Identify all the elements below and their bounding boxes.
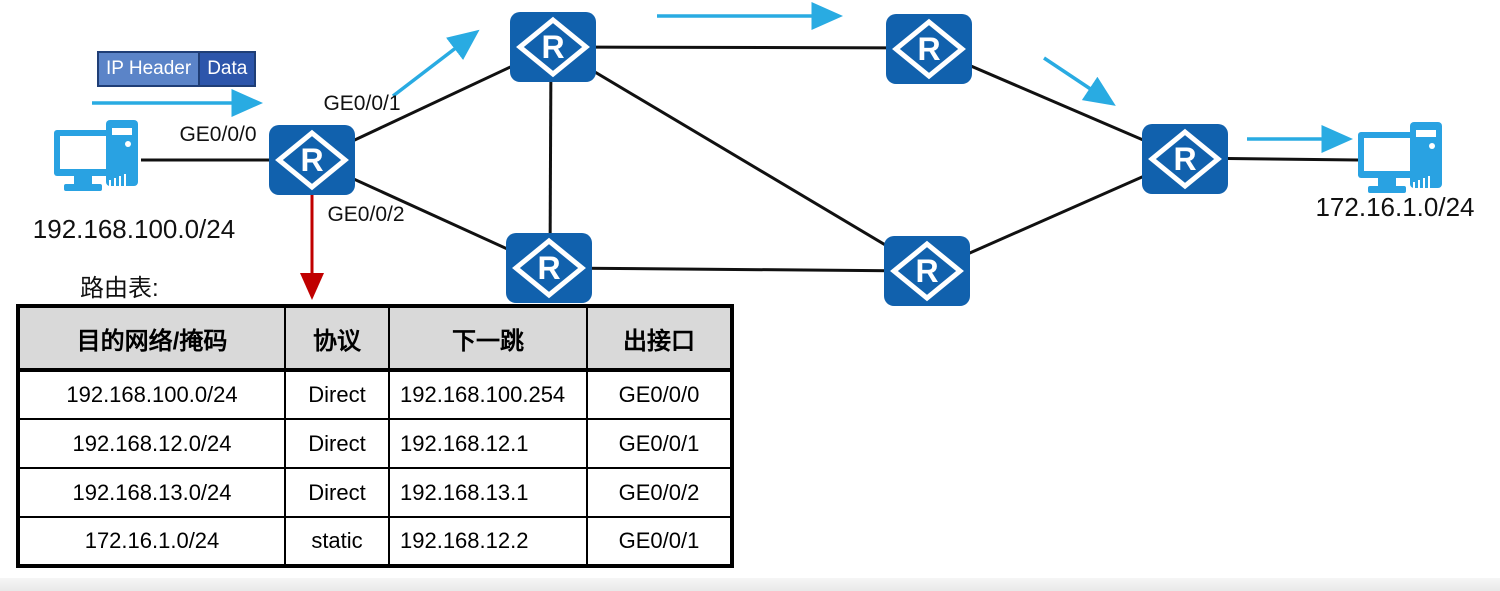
router-3: R bbox=[885, 13, 973, 90]
cell-protocol: Direct bbox=[284, 467, 390, 518]
routing-table-title: 路由表: bbox=[80, 275, 159, 302]
col-header-protocol: 协议 bbox=[284, 305, 390, 372]
pc-left bbox=[52, 118, 144, 204]
table-row: 172.16.1.0/24 static 192.168.12.2 GE0/0/… bbox=[17, 516, 733, 567]
router-icon: R bbox=[886, 14, 972, 84]
router-icon: R bbox=[884, 236, 970, 306]
iface-label-ge000: GE0/0/0 bbox=[179, 123, 257, 146]
col-header-destination: 目的网络/掩码 bbox=[17, 305, 286, 372]
cell-next-hop: 192.168.100.254 bbox=[388, 369, 588, 420]
col-header-next-hop: 下一跳 bbox=[388, 305, 588, 372]
computer-icon bbox=[1358, 122, 1442, 193]
cell-destination: 192.168.12.0/24 bbox=[17, 418, 286, 469]
cell-out-interface: GE0/0/0 bbox=[586, 369, 733, 420]
table-row: 192.168.100.0/24 Direct 192.168.100.254 … bbox=[17, 369, 733, 420]
pc-left-network-label: 192.168.100.0/24 bbox=[32, 214, 236, 244]
cell-out-interface: GE0/0/1 bbox=[586, 516, 733, 567]
routing-table-header-row: 目的网络/掩码 协议 下一跳 出接口 bbox=[17, 305, 733, 372]
svg-text:R: R bbox=[915, 253, 938, 289]
svg-text:R: R bbox=[917, 31, 940, 67]
svg-text:R: R bbox=[300, 142, 323, 178]
cell-destination: 192.168.13.0/24 bbox=[17, 467, 286, 518]
table-row: 192.168.12.0/24 Direct 192.168.12.1 GE0/… bbox=[17, 418, 733, 469]
router-6: R bbox=[883, 235, 971, 312]
iface-label-ge001: GE0/0/1 bbox=[323, 92, 401, 115]
router-2: R bbox=[509, 11, 597, 88]
bottom-edge-strip bbox=[0, 578, 1500, 591]
cell-protocol: Direct bbox=[284, 418, 390, 469]
router-5: R bbox=[505, 232, 593, 309]
cell-destination: 172.16.1.0/24 bbox=[17, 516, 286, 567]
svg-text:R: R bbox=[537, 250, 560, 286]
computer-icon bbox=[54, 120, 138, 191]
router-icon: R bbox=[506, 233, 592, 303]
router-icon: R bbox=[269, 125, 355, 195]
pc-right bbox=[1356, 120, 1448, 206]
cell-next-hop: 192.168.12.1 bbox=[388, 418, 588, 469]
cell-out-interface: GE0/0/1 bbox=[586, 418, 733, 469]
router-icon: R bbox=[1142, 124, 1228, 194]
ip-packet: IP Header Data bbox=[97, 51, 257, 87]
cell-destination: 192.168.100.0/24 bbox=[17, 369, 286, 420]
router-4: R bbox=[1141, 123, 1229, 200]
routing-table: 目的网络/掩码 协议 下一跳 出接口 192.168.100.0/24 Dire… bbox=[16, 304, 734, 568]
table-row: 192.168.13.0/24 Direct 192.168.13.1 GE0/… bbox=[17, 467, 733, 518]
iface-label-ge002: GE0/0/2 bbox=[327, 203, 405, 226]
ip-header-segment: IP Header bbox=[99, 53, 201, 85]
cell-next-hop: 192.168.13.1 bbox=[388, 467, 588, 518]
cell-next-hop: 192.168.12.2 bbox=[388, 516, 588, 567]
pc-right-network-label: 172.16.1.0/24 bbox=[1315, 192, 1475, 222]
ip-data-segment: Data bbox=[200, 53, 255, 85]
svg-text:R: R bbox=[1173, 141, 1196, 177]
col-header-out-interface: 出接口 bbox=[586, 305, 733, 372]
router-icon: R bbox=[510, 12, 596, 82]
svg-text:R: R bbox=[541, 29, 564, 65]
router-1: R bbox=[268, 124, 356, 201]
cell-protocol: static bbox=[284, 516, 390, 567]
cell-protocol: Direct bbox=[284, 369, 390, 420]
cell-out-interface: GE0/0/2 bbox=[586, 467, 733, 518]
flow-arrow-icons bbox=[92, 2, 1353, 153]
